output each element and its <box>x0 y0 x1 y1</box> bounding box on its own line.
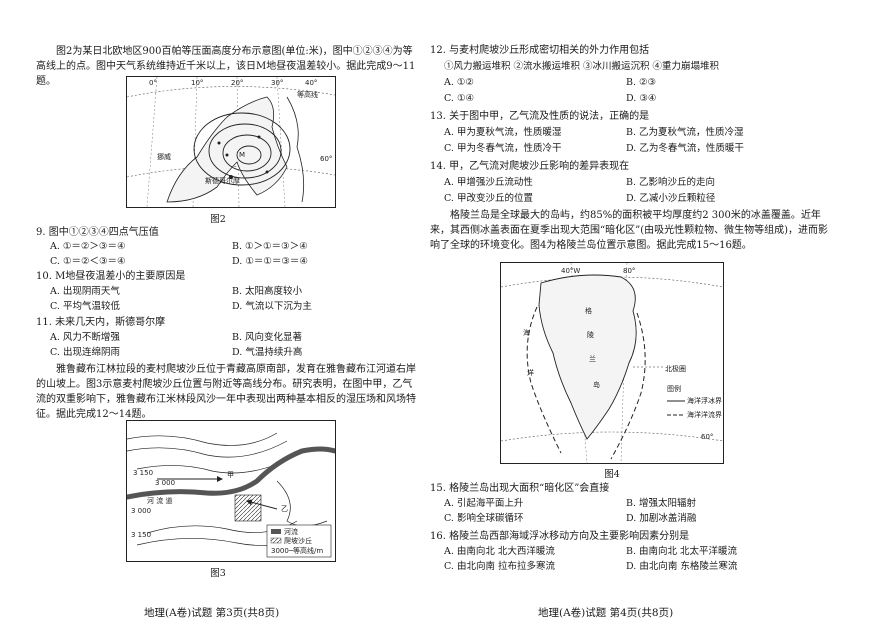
fig3-label-3150b: 3 150 <box>131 531 151 539</box>
fig4-legend-ice: 海洋浮冰界 <box>687 396 722 405</box>
q9-stem: 9. 图中①②③④四点气压值 <box>36 227 159 238</box>
q12-option-c: C. ①④ <box>444 93 475 104</box>
figure-3-map: 河流 爬坡沙丘 3000─等高线/m 3 150 3 000 3 000 3 1… <box>126 420 336 562</box>
fig3-label-3000b: 3 000 <box>131 507 151 515</box>
fig3-label-3150a: 3 150 <box>133 469 153 477</box>
q12-items: ①风力搬运堆积 ②流水搬运堆积 ③冰川搬运沉积 ④重力崩塌堆积 <box>444 61 720 72</box>
q13-stem: 13. 关于图中甲，乙气流及性质的说法，正确的是 <box>430 111 650 122</box>
q10-option-b: B. 太阳高度较小 <box>232 286 303 297</box>
q9-option-d: D. ①＝①＝③＝④ <box>232 256 308 267</box>
fig2-lon20: 20° <box>231 79 243 87</box>
q10-option-d: D. 气流以下沉为主 <box>232 301 312 312</box>
q9-option-b: B. ①＞①＝③＞④ <box>232 241 308 252</box>
fig2-country: 挪威 <box>157 152 171 161</box>
fig2-caption: 图2 <box>210 214 226 225</box>
q15-stem: 15. 格陵兰岛出现大面积“暗化区”会直接 <box>430 483 610 494</box>
q11-option-a: A. 风力不断增强 <box>50 332 120 343</box>
fig3-label-jia: 甲 <box>227 471 234 479</box>
q12-stem: 12. 与麦村爬坡沙丘形成密切相关的外力作用包括 <box>430 45 650 56</box>
left-footer: 地理(A卷)试题 第3页(共8页) <box>144 607 280 619</box>
fig4-lon80: 80° <box>623 267 635 275</box>
fig4-legend-title: 图例 <box>667 384 681 393</box>
fig4-lon40: 40°W <box>561 267 580 275</box>
q14-option-c: C. 甲改变沙丘的位置 <box>444 193 533 204</box>
q14-option-d: D. 乙减小沙丘颗粒径 <box>626 193 716 204</box>
q13-option-d: D. 乙为冬春气流，性质暖干 <box>626 143 744 154</box>
fig4-sea2: 洋 <box>527 368 534 377</box>
right-footer: 地理(A卷)试题 第4页(共8页) <box>538 607 674 619</box>
figure-2-map: 0° 10° 20° 30° 40° 等高线 60° M 斯德哥尔摩 挪威 <box>126 76 336 208</box>
left-page: 图2为某日北欧地区900百帕等压面高度分布示意图(单位:米)，图中①②③④为等高… <box>36 0 416 630</box>
q11-option-b: B. 风向变化显著 <box>232 332 303 343</box>
q11-option-d: D. 气温持续升高 <box>232 347 303 358</box>
fig4-intro: 格陵兰岛是全球最大的岛屿，约85%的面积被平均厚度约2 300米的冰盖覆盖。近年… <box>430 210 829 251</box>
q13-option-c: C. 甲为冬春气流，性质冷干 <box>444 143 562 154</box>
fig2-lat60: 60° <box>320 155 332 163</box>
q16-stem: 16. 格陵兰岛西部海域浮冰移动方向及主要影响因素分别是 <box>430 531 690 542</box>
q15-option-c: C. 影响全球碳循环 <box>444 513 524 524</box>
figure-4-map: 40°W 80° 格 陵 兰 岛 海 洋 北极圈 图例 海洋浮冰界 海洋洋流界 … <box>500 262 724 464</box>
q12-option-b: B. ②③ <box>626 77 657 88</box>
fig3-label-yi: 乙 <box>281 505 288 513</box>
fig4-gl4: 岛 <box>593 380 600 389</box>
fig2-intro: 图2为某日北欧地区900百帕等压面高度分布示意图(单位:米)，图中①②③④为等高… <box>36 46 416 87</box>
q14-stem: 14. 甲，乙气流对爬坡沙丘影响的差异表现在 <box>430 161 630 172</box>
q15-option-a: A. 引起海平面上升 <box>444 498 524 509</box>
fig2-lon30: 30° <box>271 79 283 87</box>
fig3-label-3000a: 3 000 <box>155 479 175 487</box>
q10-option-c: C. 平均气温较低 <box>50 301 120 312</box>
fig2-lon10: 10° <box>191 79 203 87</box>
q11-stem: 11. 未来几天内，斯德哥尔摩 <box>36 317 166 328</box>
fig2-lon0: 0° <box>149 79 157 87</box>
fig4-arctic: 北极圈 <box>665 364 686 373</box>
fig4-sea1: 海 <box>523 328 530 337</box>
q9-option-c: C. ①＝②＜③＝④ <box>50 256 126 267</box>
fig3-legend-dune: 爬坡沙丘 <box>284 536 312 545</box>
q14-option-b: B. 乙影响沙丘的走向 <box>626 177 716 188</box>
q14-option-a: A. 甲增强沙丘流动性 <box>444 177 533 188</box>
fig4-caption: 图4 <box>604 469 620 480</box>
fig3-legend-contour: 3000─等高线/m <box>271 546 323 555</box>
fig4-lat60: 60° <box>701 433 713 441</box>
fig2-city: 斯德哥尔摩 <box>205 176 240 185</box>
fig2-lon40: 40° <box>305 79 317 87</box>
q12-option-d: D. ③④ <box>626 93 657 104</box>
q13-option-a: A. 甲为夏秋气流，性质暖湿 <box>444 127 562 138</box>
fig2-iso: 等高线 <box>297 90 318 99</box>
q15-option-d: D. 加剧冰盖消融 <box>626 513 697 524</box>
q15-option-b: B. 增强太阳辐射 <box>626 498 697 509</box>
fig4-legend-current: 海洋洋流界 <box>687 410 722 419</box>
fig3-label-river: 河 流 道 <box>147 496 172 505</box>
fig4-gl1: 格 <box>585 306 592 315</box>
q12-option-a: A. ①② <box>444 77 474 88</box>
q9-option-a: A. ①＝②＞③＝④ <box>50 241 126 252</box>
q11-option-c: C. 出现连绵阴雨 <box>50 347 120 358</box>
q16-option-c: C. 由北向南 拉布拉多寒流 <box>444 561 555 572</box>
right-page: 12. 与麦村爬坡沙丘形成密切相关的外力作用包括 ①风力搬运堆积 ②流水搬运堆积… <box>430 0 832 630</box>
q16-option-b: B. 由南向北 北太平洋暖流 <box>626 546 738 557</box>
q13-option-b: B. 乙为夏秋气流，性质冷湿 <box>626 127 744 138</box>
q16-option-a: A. 由南向北 北大西洋暖流 <box>444 546 555 557</box>
fig3-legend-river: 河流 <box>284 527 298 536</box>
fig3-caption: 图3 <box>210 568 226 579</box>
fig4-gl3: 兰 <box>589 354 596 363</box>
fig2-m: M <box>239 151 245 159</box>
fig4-gl2: 陵 <box>587 330 594 339</box>
fig3-intro: 雅鲁藏布江林拉段的麦村爬坡沙丘位于青藏高原南部，发育在雅鲁藏布江河道右岸的山坡上… <box>36 364 416 420</box>
q10-stem: 10. M地昼夜温差小的主要原因是 <box>36 271 186 282</box>
q16-option-d: D. 由北向南 东格陵兰寒流 <box>626 561 738 572</box>
q10-option-a: A. 出现阴雨天气 <box>50 286 120 297</box>
